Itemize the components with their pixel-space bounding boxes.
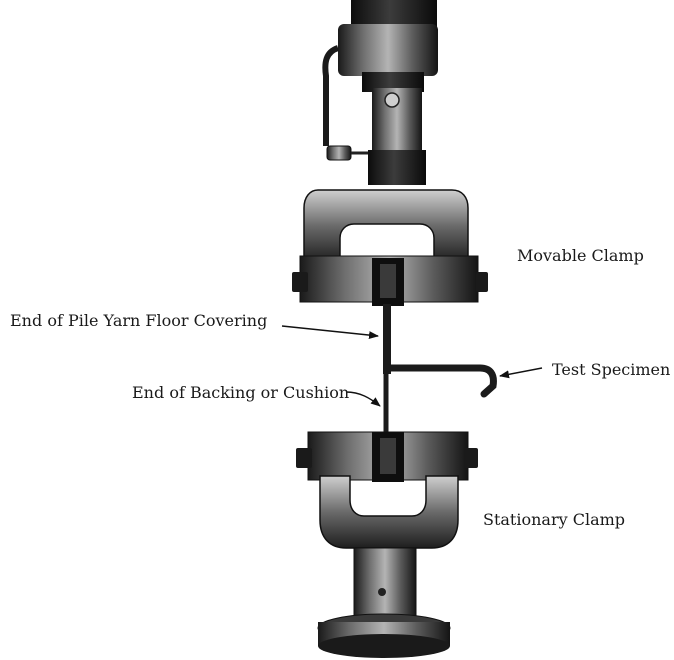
arrow-end-of-backing [345,391,381,407]
label-end-of-pile-yarn: End of Pile Yarn Floor Covering [10,311,268,330]
test-specimen-strip [383,304,497,434]
side-hook-rod [322,45,368,161]
leader-arrows [281,325,543,407]
label-movable-clamp: Movable Clamp [517,246,644,265]
stationary-clamp [296,431,478,549]
arrow-test-specimen [499,367,543,379]
movable-clamp [292,189,488,306]
base-post [317,547,451,658]
label-end-of-backing: End of Backing or Cushion [132,383,350,402]
upper-column [338,0,438,185]
label-test-specimen: Test Specimen [552,360,671,379]
arrow-end-of-pile-yarn [281,325,379,340]
label-stationary-clamp: Stationary Clamp [483,510,626,529]
